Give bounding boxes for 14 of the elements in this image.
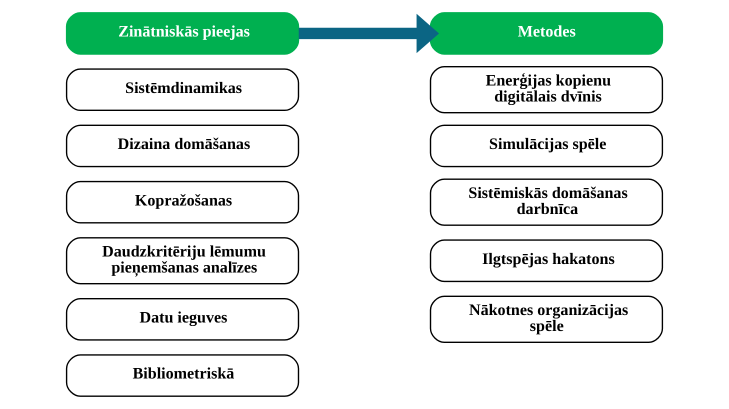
node-box: Sistēmdinamikas (66, 68, 300, 112)
node-box: Ilgtspējas hakatons (430, 239, 664, 282)
node-box: Daudzkritēriju lēmumu pieņemšanas analīzes (66, 237, 300, 284)
arrow (298, 14, 440, 54)
node-box: Nākotnes organizācijas spēle (430, 296, 664, 343)
node-box: Sistēmiskās domāšanas darbnīca (430, 178, 664, 226)
node-box: Datu ieguves (66, 298, 300, 341)
node-box: Bibliometriskā (66, 354, 300, 397)
node-box: Metodes (430, 12, 664, 55)
node-box: Enerģijas kopienu digitālais dvīnis (430, 66, 664, 114)
node-box: Zinātniskās pieejas (66, 12, 300, 55)
node-box: Simulācijas spēle (430, 124, 664, 168)
node-box: Dizaina domāšanas (66, 124, 300, 168)
node-box: Kopražošanas (66, 180, 300, 224)
